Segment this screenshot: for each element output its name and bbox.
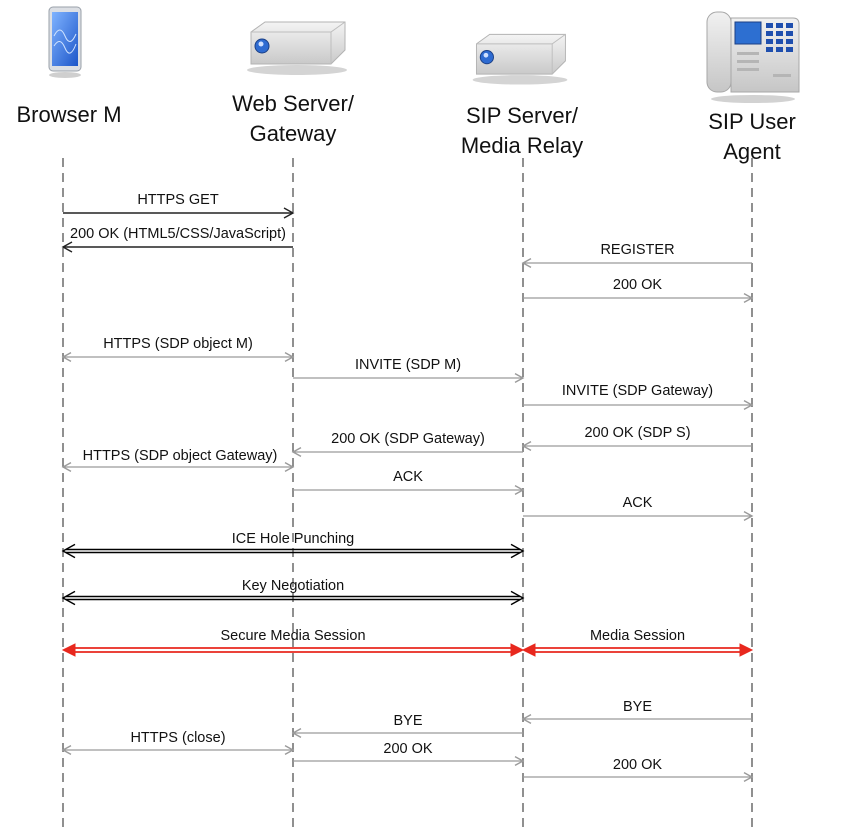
arrowhead xyxy=(510,643,525,657)
arrowhead xyxy=(743,399,754,411)
server-icon xyxy=(472,33,568,85)
arrowhead xyxy=(743,510,754,522)
arrowhead xyxy=(743,771,754,783)
arrowhead xyxy=(291,727,302,739)
message-label-19: HTTPS (close) xyxy=(130,730,225,746)
participant-sip-server-label: SIP Server/ Media Relay xyxy=(460,103,584,158)
message-label-10: HTTPS (SDP object Gateway) xyxy=(83,448,278,464)
ip-phone-icon xyxy=(706,11,800,103)
arrowhead xyxy=(291,446,302,458)
arrowhead xyxy=(61,643,76,657)
arrowhead xyxy=(510,543,525,559)
arrowhead xyxy=(284,744,295,756)
message-label-5: HTTPS (SDP object M) xyxy=(103,336,253,352)
message-label-8: 200 OK (SDP Gateway) xyxy=(331,431,485,447)
message-label-18: BYE xyxy=(393,713,422,729)
arrowhead xyxy=(521,643,536,657)
message-label-1: HTTPS GET xyxy=(137,192,219,208)
message-label-20: 200 OK xyxy=(383,741,432,757)
participant-browser-label: Browser M xyxy=(16,102,122,127)
arrowhead xyxy=(743,292,754,304)
message-label-9: 200 OK (SDP S) xyxy=(584,425,690,441)
message-label-21: 200 OK xyxy=(613,757,662,773)
message-label-7: INVITE (SDP Gateway) xyxy=(562,383,713,399)
arrowhead xyxy=(739,643,754,657)
arrowhead xyxy=(521,257,532,269)
arrowhead xyxy=(514,755,525,767)
arrowhead xyxy=(510,590,525,606)
message-label-16: Media Session xyxy=(590,628,685,644)
message-label-3: REGISTER xyxy=(600,242,674,258)
arrowhead xyxy=(284,351,295,363)
arrowhead xyxy=(284,461,295,473)
arrowhead xyxy=(61,351,72,363)
message-label-13: ICE Hole Punching xyxy=(232,531,355,547)
server-icon xyxy=(247,21,347,75)
message-label-2: 200 OK (HTML5/CSS/JavaScript) xyxy=(70,226,286,242)
arrowhead xyxy=(61,744,72,756)
arrowhead xyxy=(521,713,532,725)
arrowhead xyxy=(61,241,73,253)
message-label-12: ACK xyxy=(623,495,653,511)
message-label-15: Secure Media Session xyxy=(220,628,365,644)
message-label-4: 200 OK xyxy=(613,277,662,293)
arrowhead xyxy=(61,543,76,559)
tablet-icon xyxy=(48,6,82,78)
arrowhead xyxy=(514,484,525,496)
message-label-6: INVITE (SDP M) xyxy=(355,357,461,373)
message-label-14: Key Negotiation xyxy=(242,578,344,594)
arrowhead xyxy=(61,461,72,473)
message-label-11: ACK xyxy=(393,469,423,485)
participant-web-server-label: Web Server/ Gateway xyxy=(232,91,354,146)
arrowhead xyxy=(283,207,295,219)
arrowhead xyxy=(521,440,532,452)
message-label-17: BYE xyxy=(623,699,652,715)
arrowhead xyxy=(514,372,525,384)
arrowhead xyxy=(61,590,76,606)
